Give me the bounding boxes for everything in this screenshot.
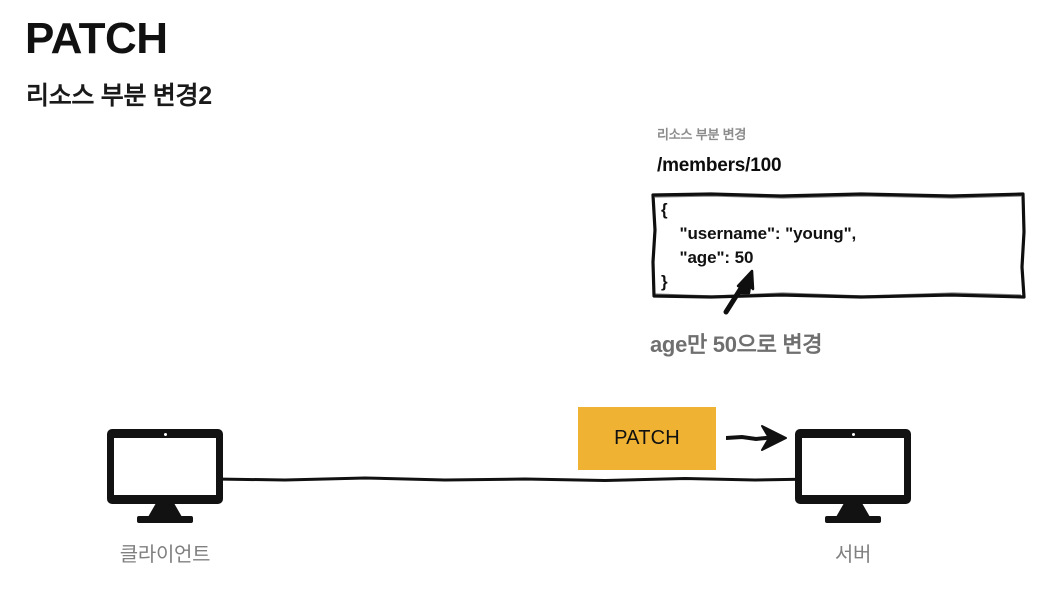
arrow-right-icon xyxy=(724,425,787,451)
monitor-screen xyxy=(114,438,216,495)
page-title: PATCH xyxy=(25,14,168,63)
resource-caption: 리소스 부분 변경 xyxy=(657,127,747,142)
client-label: 클라이언트 xyxy=(119,544,211,566)
monitor-stand-foot xyxy=(137,516,193,523)
monitor-stand-neck xyxy=(836,504,870,517)
webcam-dot-icon xyxy=(851,433,855,436)
json-payload-box: { "username": "young", "age": 50 } xyxy=(651,192,1026,299)
page-subtitle: 리소스 부분 변경2 xyxy=(26,82,212,110)
request-arrow-wrap xyxy=(724,422,788,454)
http-method-chip-patch: PATCH xyxy=(578,407,716,470)
client-monitor xyxy=(107,429,223,523)
connection-line-wrap xyxy=(213,468,817,492)
callout-note: age만 50으로 변경 xyxy=(650,332,823,357)
monitor-stand-foot xyxy=(825,516,881,523)
resource-path: /members/100 xyxy=(657,155,782,176)
json-payload-text: { "username": "young", "age": 50 } xyxy=(661,200,857,291)
webcam-dot-icon xyxy=(163,433,167,436)
horizontal-line-icon xyxy=(213,476,817,483)
server-monitor xyxy=(795,429,911,523)
callout-arrow-wrap xyxy=(712,262,772,322)
sketch-rectangle-icon xyxy=(651,192,1026,299)
monitor-screen xyxy=(802,438,904,495)
server-label: 서버 xyxy=(834,544,872,566)
monitor-stand-neck xyxy=(148,504,182,517)
arrow-up-right-icon xyxy=(723,269,755,315)
